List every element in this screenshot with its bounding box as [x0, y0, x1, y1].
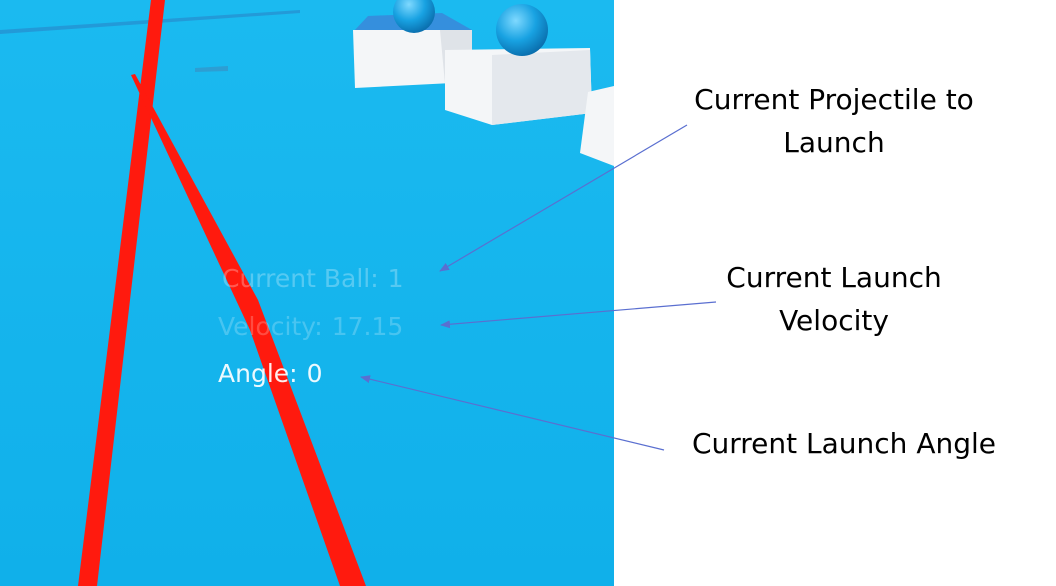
annotation-panel: Current Projectile to Launch Current Lau…	[614, 0, 1056, 586]
velocity-label: Velocity:	[218, 312, 323, 341]
callout-velocity-line2: Velocity	[779, 304, 889, 337]
callout-launch-angle: Current Launch Angle	[654, 422, 1034, 465]
trajectory-line-secondary	[131, 74, 366, 586]
callout-launch-velocity: Current Launch Velocity	[674, 256, 994, 342]
velocity-readout: Velocity: 17.15	[218, 312, 403, 341]
angle-label: Angle:	[218, 359, 298, 388]
projectile-ball-1	[393, 0, 435, 33]
game-viewport: Current Ball: 1 Velocity: 17.15 Angle: 0	[0, 0, 614, 586]
current-ball-readout: Current Ball: 1	[222, 264, 404, 293]
velocity-value: 17.15	[331, 312, 404, 341]
angle-readout: Angle: 0	[218, 359, 322, 388]
callout-projectile-line1: Current Projectile to	[694, 83, 974, 116]
callout-projectile-line2: Launch	[783, 126, 885, 159]
distant-object	[195, 66, 228, 72]
target-block-2	[445, 48, 592, 125]
current-ball-label: Current Ball:	[222, 264, 379, 293]
trajectory-line-main	[78, 0, 165, 586]
game-scene	[0, 0, 614, 586]
callout-angle-text: Current Launch Angle	[691, 427, 997, 460]
angle-value: 0	[306, 359, 323, 388]
projectile-ball-2	[496, 4, 548, 56]
callout-current-projectile: Current Projectile to Launch	[674, 78, 994, 164]
callout-velocity-line1: Current Launch	[726, 261, 942, 294]
current-ball-value: 1	[387, 264, 404, 293]
